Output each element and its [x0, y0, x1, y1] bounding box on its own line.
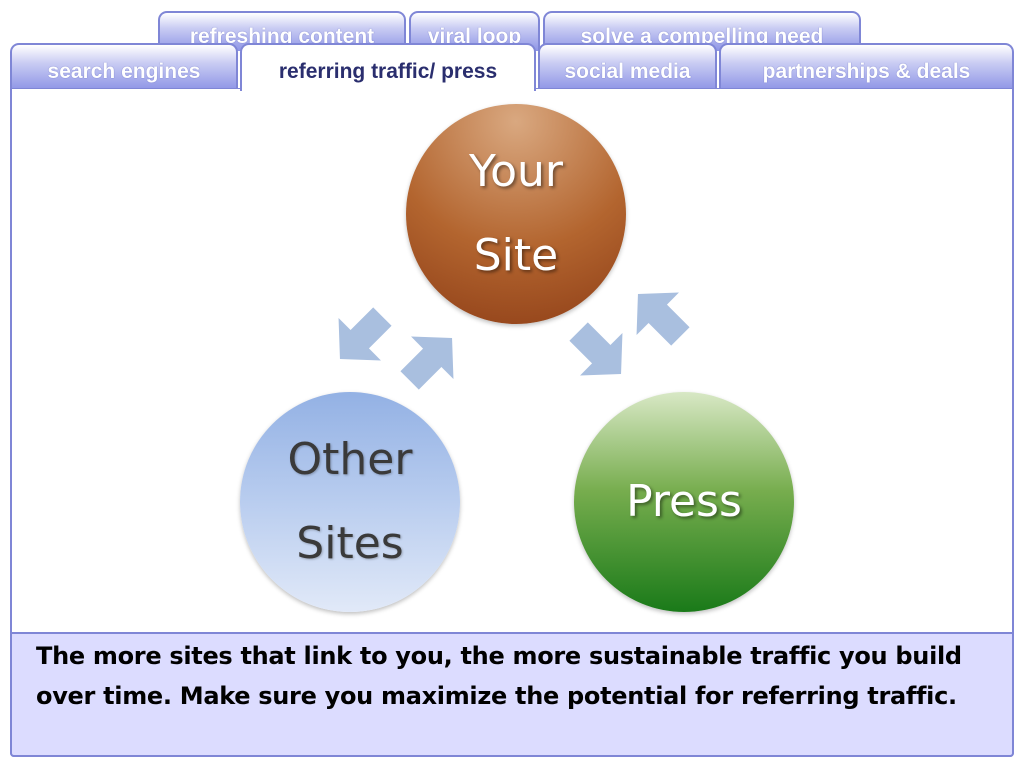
- other-sites-line1: Other: [287, 434, 413, 485]
- your-site-line2: Site: [473, 230, 559, 281]
- caption-box: [10, 632, 1014, 757]
- caption-text: The more sites that link to you, the mor…: [36, 642, 962, 710]
- other-sites-line2: Sites: [296, 518, 404, 569]
- your-site-line1: Your: [469, 146, 563, 197]
- tab-referring-traffic-press[interactable]: referring traffic/ press: [240, 43, 536, 91]
- tab-search-engines[interactable]: search engines: [10, 43, 238, 90]
- press-node: Press: [574, 392, 794, 612]
- press-label: Press: [626, 476, 742, 527]
- tab-partnerships-deals[interactable]: partnerships & deals: [719, 43, 1014, 90]
- tab-social-media[interactable]: social media: [538, 43, 717, 90]
